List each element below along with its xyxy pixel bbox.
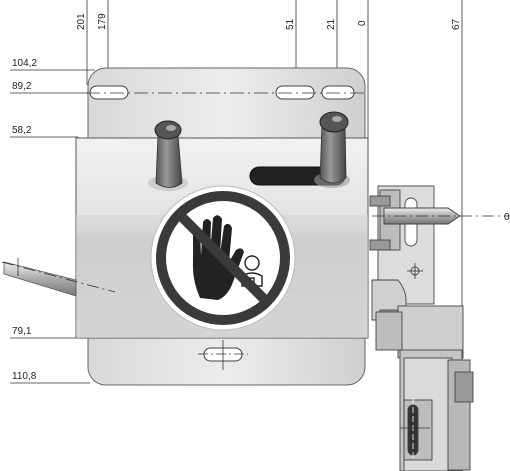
dim-179: 179 bbox=[97, 13, 108, 30]
dim-21: 21 bbox=[326, 18, 337, 30]
dim-right-partial: 0 bbox=[504, 212, 510, 223]
dim-67: 67 bbox=[451, 18, 462, 30]
dim-89-2: 89,2 bbox=[12, 81, 32, 92]
left-shaft bbox=[1, 258, 116, 297]
no-touch-prohibition-symbol bbox=[150, 185, 296, 331]
dim-104-2: 104,2 bbox=[12, 58, 37, 69]
dim-201: 201 bbox=[76, 13, 87, 30]
left-dimension-lines bbox=[10, 69, 95, 384]
handle-left bbox=[148, 120, 188, 191]
dim-79-1: 79,1 bbox=[12, 326, 32, 337]
right-mechanism bbox=[369, 185, 510, 321]
lower-right-housing bbox=[375, 305, 474, 471]
dim-0: 0 bbox=[357, 20, 368, 26]
dim-58-2: 58,2 bbox=[12, 125, 32, 136]
handle-right bbox=[249, 111, 350, 188]
dim-51: 51 bbox=[285, 18, 296, 30]
dim-110-8: 110,8 bbox=[12, 371, 37, 382]
